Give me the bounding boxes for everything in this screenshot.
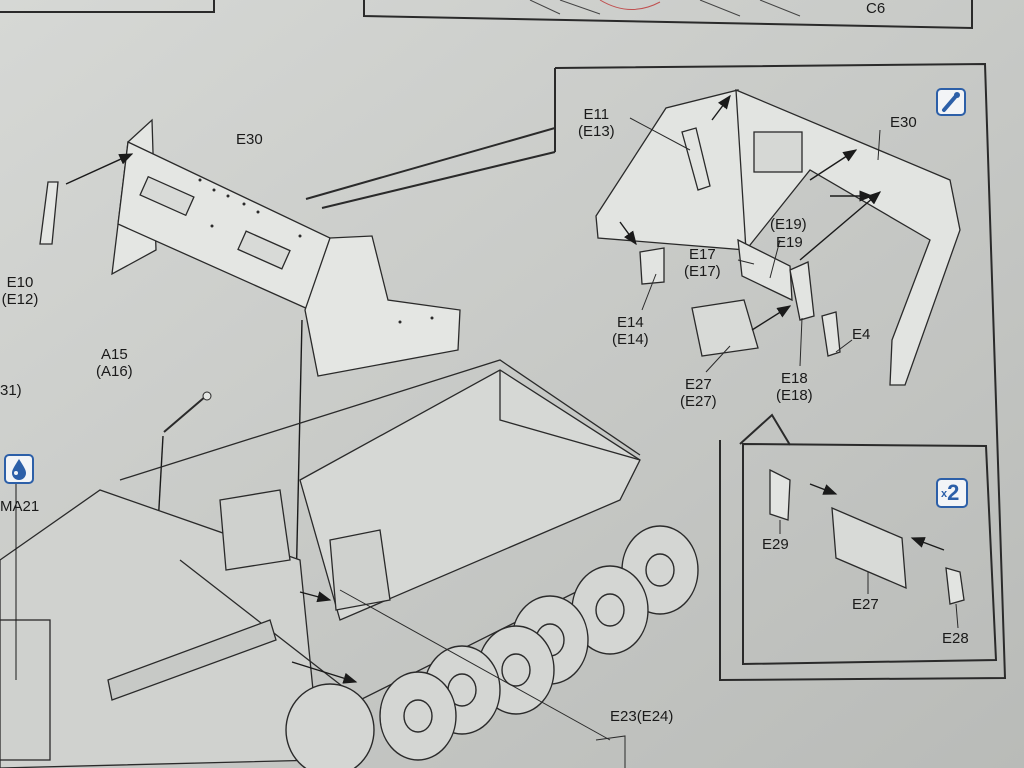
label-e19: E19 xyxy=(776,234,803,251)
repeat-count: 2 xyxy=(947,480,960,505)
detail-arrows xyxy=(619,94,945,551)
label-c6: C6 xyxy=(866,0,886,17)
antenna-a15-drawing xyxy=(163,395,207,433)
label-e17-e17: E17 (E17) xyxy=(684,246,721,280)
label-a15-a16: A15 (A16) xyxy=(96,346,133,380)
label-e29: E29 xyxy=(762,536,789,553)
detail-frame-sub xyxy=(739,413,998,666)
previous-step-hull xyxy=(529,0,801,17)
glue-bottle-icon xyxy=(936,88,966,116)
label-e28: E28 xyxy=(942,630,969,647)
label-cut-31: 31) xyxy=(0,382,22,399)
bracket-e10-drawing xyxy=(39,181,59,245)
label-e30: E30 xyxy=(236,131,263,148)
road-wheels-drawing xyxy=(285,525,699,768)
label-e27-e27: E27 (E27) xyxy=(680,376,717,410)
paint-drop-icon xyxy=(4,454,34,484)
detail-panel-drawing xyxy=(595,88,961,386)
label-e19-paren: (E19) xyxy=(770,216,807,233)
label-e23-e24: E23(E24) xyxy=(610,708,674,725)
repeat-prefix: x xyxy=(941,488,948,501)
arrow-e30-down xyxy=(290,319,303,592)
label-e4: E4 xyxy=(852,326,871,343)
label-e10-e12: E10 (E12) xyxy=(1,274,39,308)
label-e14-e14: E14 (E14) xyxy=(612,314,649,348)
panel-e30-holes xyxy=(198,178,434,324)
label-e11-e13: E11 (E13) xyxy=(578,106,615,140)
arrow-e10 xyxy=(65,153,134,185)
vehicle-hull-drawing xyxy=(0,359,641,768)
sub-detail-drawing xyxy=(769,468,965,605)
label-e30-detail: E30 xyxy=(890,114,917,131)
arrow-e23 xyxy=(291,661,358,684)
detail-frame-main xyxy=(305,62,1007,682)
detail-leaders xyxy=(629,117,881,373)
panel-e30-drawing xyxy=(111,118,461,377)
label-ma21: MA21 xyxy=(0,498,40,515)
label-e27-sub: E27 xyxy=(852,596,879,613)
previous-step-boxes xyxy=(0,0,973,30)
repeat-x2-badge: x2 xyxy=(936,478,968,508)
label-e18-e18: E18 (E18) xyxy=(776,370,813,404)
